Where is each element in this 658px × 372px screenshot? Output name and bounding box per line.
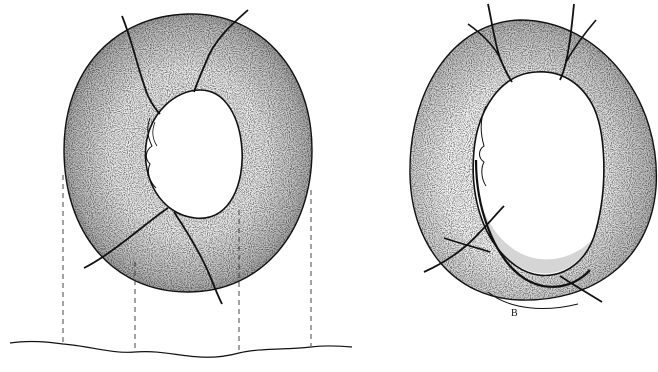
right-ring-label: B	[511, 308, 518, 319]
baseline-curve	[10, 341, 352, 357]
left-ring	[64, 10, 312, 304]
right-ring: B	[410, 4, 656, 319]
